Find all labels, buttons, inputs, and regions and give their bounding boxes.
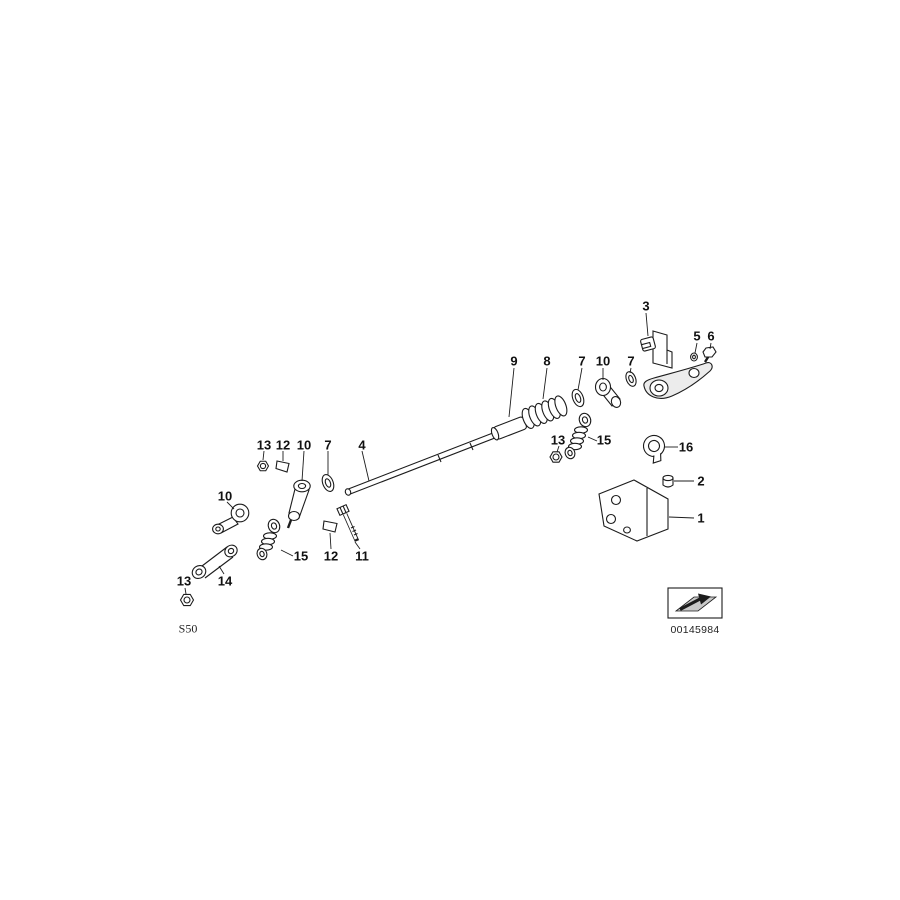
callout-part-8: 8: [543, 353, 551, 369]
part-12-wedge-b-drawing: [322, 520, 338, 533]
part-9-tube-drawing: [490, 416, 527, 441]
part-13-nut-right-drawing: [549, 451, 563, 463]
callout-part-13-a: 13: [550, 432, 566, 448]
part-3-clip-drawing: [640, 336, 656, 352]
callout-part-15-b: 15: [293, 548, 309, 564]
part-13-nut-bottom-drawing: [179, 593, 195, 607]
callout-leader-lines: [184, 312, 712, 595]
callout-part-16: 16: [678, 439, 694, 455]
callout-part-7-b: 7: [627, 353, 635, 369]
callout-part-5: 5: [693, 328, 701, 344]
part-15-spring-link-right-drawing: [564, 412, 592, 460]
image-number-label: 00145984: [670, 624, 720, 636]
part-2-bushing-drawing: [662, 474, 674, 488]
part-10-lever-lower-left-drawing: [212, 503, 250, 535]
callout-part-10-c: 10: [217, 488, 233, 504]
callout-part-3: 3: [642, 298, 650, 314]
callout-part-14: 14: [217, 573, 233, 589]
part-11-bolt-drawing: [336, 503, 360, 542]
part-13-nut-left-drawing: [256, 460, 270, 472]
callout-part-7-c: 7: [324, 437, 332, 453]
part-4-rod-drawing: [344, 426, 510, 496]
callout-part-10-a: 10: [595, 353, 611, 369]
part-6-screw-drawing: [702, 346, 717, 363]
shift-arm-assembly-drawing: [643, 330, 713, 399]
callout-part-11: 11: [355, 548, 369, 564]
callout-part-10-b: 10: [296, 437, 312, 453]
callout-part-12-b: 12: [323, 548, 339, 564]
callout-part-7-a: 7: [578, 353, 586, 369]
part-10-lever-top-drawing: [594, 377, 622, 408]
callout-part-4: 4: [358, 437, 366, 453]
callout-part-9: 9: [510, 353, 518, 369]
part-10-lever-left-upper-drawing: [286, 479, 311, 529]
part-7-washer-b-drawing: [625, 371, 637, 387]
model-code-label: S50: [178, 621, 198, 636]
callout-part-6: 6: [707, 328, 715, 344]
part-7-washer-a-drawing: [571, 388, 585, 408]
part-7-washer-left-drawing: [321, 474, 335, 492]
direction-pictogram: [667, 587, 723, 619]
callout-part-13-c: 13: [176, 573, 192, 589]
callout-part-12-a: 12: [275, 437, 291, 453]
part-16-clamp-drawing: [642, 434, 666, 464]
callout-part-15-a: 15: [596, 432, 612, 448]
part-5-screw-drawing: [690, 352, 698, 362]
part-12-wedge-a-drawing: [275, 460, 290, 473]
callout-part-13-b: 13: [256, 437, 272, 453]
callout-part-2: 2: [697, 473, 705, 489]
part-15-spring-link-left-drawing: [256, 518, 281, 561]
part-1-bracket-drawing: [598, 479, 669, 542]
part-14-link-drawing: [191, 544, 238, 580]
callout-part-1: 1: [697, 510, 705, 526]
part-8-spring-drawing: [521, 395, 568, 429]
